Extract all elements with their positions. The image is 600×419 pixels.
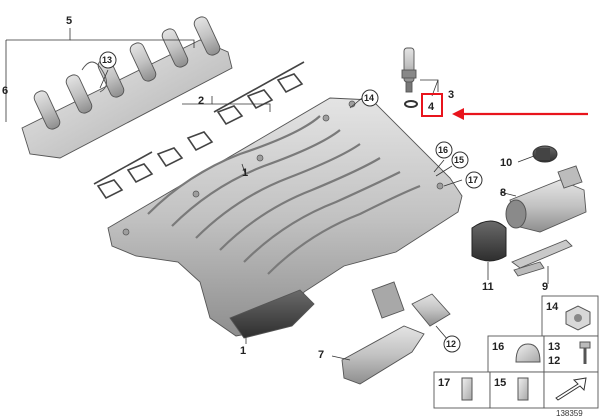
label-11: 11 <box>482 281 494 293</box>
bracket-part <box>511 239 573 277</box>
label-8: 8 <box>500 187 506 199</box>
grid-label-13: 13 <box>548 341 560 353</box>
grid-label-17: 17 <box>438 377 450 389</box>
idle-valve-part <box>505 165 587 233</box>
label-2: 2 <box>198 95 204 107</box>
callout-16: 16 <box>435 141 453 159</box>
actuator-part <box>341 281 451 385</box>
sealing-ring-part <box>404 100 418 108</box>
callout-15: 15 <box>451 151 469 169</box>
rubber-mount-part <box>471 220 507 262</box>
fuel-rail-part <box>21 16 233 159</box>
label-7: 7 <box>318 349 324 361</box>
label-1: 1 <box>242 167 248 179</box>
callout-14: 14 <box>361 89 379 107</box>
label-9: 9 <box>542 281 548 293</box>
grid-label-12: 12 <box>548 355 560 367</box>
svg-text:15: 15 <box>454 155 464 165</box>
intake-manifold-part <box>107 97 463 339</box>
svg-text:12: 12 <box>446 339 456 349</box>
small-parts-grid <box>433 295 599 409</box>
callout-13: 13 <box>99 51 117 69</box>
svg-text:14: 14 <box>364 93 374 103</box>
label-5: 5 <box>66 15 72 27</box>
svg-text:13: 13 <box>102 55 112 65</box>
label-10: 10 <box>500 157 512 169</box>
label-1-bottom: 1 <box>240 345 246 357</box>
diagram-id: 138359 <box>556 409 583 418</box>
svg-text:16: 16 <box>438 145 448 155</box>
label-4: 4 <box>428 101 435 113</box>
label-3: 3 <box>448 89 454 101</box>
sensor-part <box>401 47 417 93</box>
callout-12: 12 <box>443 335 461 353</box>
label-6: 6 <box>2 85 8 97</box>
grid-label-14: 14 <box>546 301 559 313</box>
highlight-annotation <box>421 93 588 120</box>
callout-17: 17 <box>465 171 483 189</box>
svg-text:17: 17 <box>468 175 478 185</box>
grid-label-15: 15 <box>494 377 506 389</box>
grid-label-16: 16 <box>492 341 504 353</box>
gasket-set-part <box>93 61 305 200</box>
valve-cap-part <box>532 145 558 163</box>
